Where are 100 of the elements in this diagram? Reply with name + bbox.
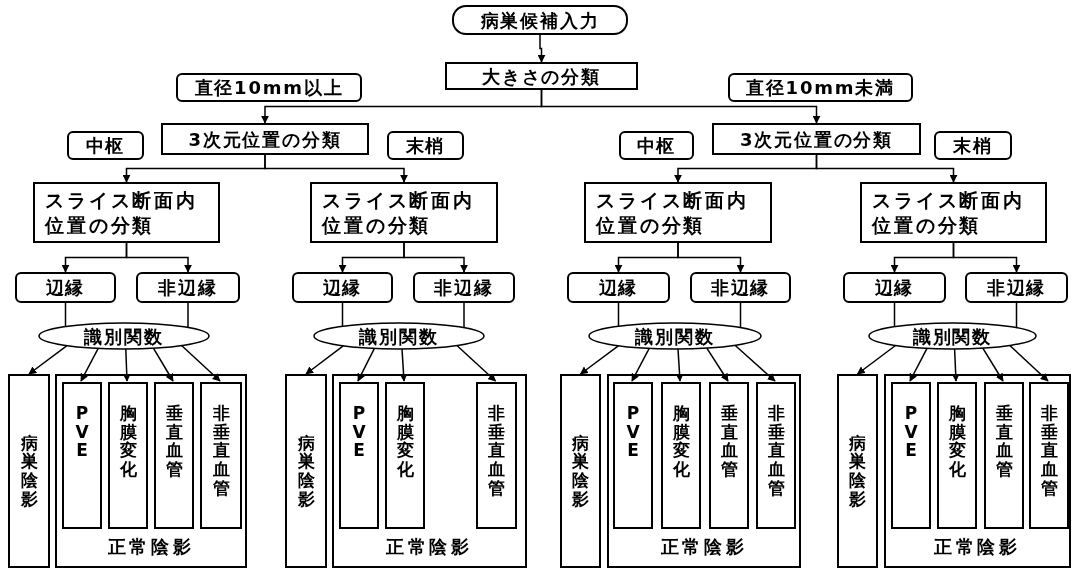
- node-label: 病巣陰影: [297, 433, 315, 509]
- function-ellipse: [313, 322, 485, 350]
- class-box: [661, 382, 701, 529]
- category-box: [67, 131, 144, 160]
- group-box: [55, 374, 247, 568]
- process-box: [310, 182, 498, 243]
- node-label: 病巣陰影: [849, 433, 866, 509]
- category-box: [934, 131, 1012, 160]
- class-box: [385, 382, 425, 529]
- class-box: [560, 374, 601, 568]
- arrow: [152, 347, 174, 382]
- connector-line: [463, 302, 465, 329]
- node-label: PVE: [351, 404, 367, 461]
- arrow: [982, 347, 1004, 382]
- class-box: [8, 374, 50, 568]
- node-label: スライス断面内位置の分類: [872, 187, 1026, 238]
- process-box: [445, 62, 638, 90]
- class-box: [756, 382, 796, 529]
- arrow: [122, 348, 131, 382]
- connector-line: [617, 302, 620, 327]
- node-label: 識別関数: [359, 324, 439, 349]
- node-label: 非辺縁: [434, 276, 494, 300]
- category-box: [413, 272, 515, 303]
- arrow: [952, 242, 1021, 273]
- category-box: [176, 73, 362, 102]
- arrow: [706, 347, 729, 382]
- node-label: 末梢: [953, 134, 993, 158]
- category-box: [965, 272, 1068, 303]
- node-label: 辺縁: [598, 276, 639, 300]
- function-ellipse: [588, 322, 762, 350]
- class-box: [709, 382, 749, 529]
- process-box: [161, 123, 369, 155]
- node-label: 非垂直血管: [212, 404, 230, 498]
- arrow: [357, 347, 376, 382]
- arrow: [399, 348, 408, 382]
- node-label: PVE: [903, 404, 919, 461]
- node-label: 病巣陰影: [572, 433, 589, 509]
- node-label: 3次元位置の分類: [740, 127, 893, 152]
- node-label: スライス断面内位置の分類: [322, 187, 476, 238]
- arrow: [675, 348, 684, 382]
- node-label: 病巣候補入力: [480, 8, 600, 33]
- arrow: [909, 347, 928, 382]
- category-box: [136, 272, 240, 303]
- node-label: 中枢: [85, 134, 126, 158]
- class-box: [937, 382, 977, 529]
- group-label: 正常陰影: [933, 535, 1022, 559]
- group-box: [332, 374, 527, 568]
- arrow: [734, 344, 776, 382]
- process-box: [584, 182, 772, 243]
- node-label: 胸膜変化: [119, 404, 137, 479]
- node-label: スライス断面内位置の分類: [596, 187, 750, 238]
- arrow: [264, 154, 408, 183]
- function-ellipse: [868, 322, 1037, 350]
- class-box: [613, 382, 653, 529]
- category-box: [619, 131, 694, 160]
- node-label: 識別関数: [635, 324, 715, 349]
- class-box: [476, 382, 517, 529]
- node-label: 胸膜変化: [948, 404, 966, 479]
- arrow: [28, 344, 68, 375]
- node-label: 非辺縁: [710, 276, 771, 300]
- category-box: [843, 272, 946, 303]
- node-label: 3次元位置の分類: [188, 127, 342, 152]
- node-label: PVE: [625, 404, 641, 461]
- arrow: [1009, 344, 1049, 382]
- category-box: [292, 272, 393, 303]
- node-label: 病巣陰影: [20, 433, 38, 509]
- node-label: 辺縁: [322, 276, 363, 300]
- node-label: 非垂直血管: [1040, 404, 1058, 498]
- node-label: 垂直血管: [165, 404, 183, 479]
- node-label: 辺縁: [874, 276, 915, 300]
- node-label: 胸膜変化: [672, 404, 690, 479]
- arrow: [305, 345, 344, 375]
- process-box: [712, 123, 921, 155]
- arrow: [537, 34, 546, 63]
- class-box: [984, 382, 1024, 529]
- node-label: 垂直血管: [720, 404, 738, 479]
- category-box: [690, 272, 791, 303]
- connector-line: [893, 302, 896, 328]
- class-box: [1029, 382, 1069, 529]
- category-box: [567, 272, 670, 303]
- node-label: 非垂直血管: [767, 404, 785, 498]
- arrow: [540, 89, 821, 124]
- arrow: [631, 347, 650, 382]
- class-box: [891, 382, 931, 529]
- group-box: [884, 374, 1071, 568]
- category-box: [15, 272, 116, 303]
- arrow: [856, 344, 897, 375]
- node-label: 非辺縁: [986, 276, 1047, 300]
- category-box: [728, 73, 913, 102]
- node-label: 識別関数: [84, 324, 164, 349]
- node-label: 直径10mm未満: [746, 76, 895, 100]
- group-label: 正常陰影: [106, 535, 196, 559]
- process-box: [860, 182, 1047, 243]
- class-box: [200, 382, 242, 529]
- arrow: [815, 154, 958, 183]
- arrow: [180, 344, 221, 382]
- node-label: 直径10mm以上: [194, 76, 344, 100]
- connector-line: [64, 302, 67, 328]
- connector-line: [1015, 302, 1018, 329]
- node-label: 大きさの分類: [482, 64, 601, 89]
